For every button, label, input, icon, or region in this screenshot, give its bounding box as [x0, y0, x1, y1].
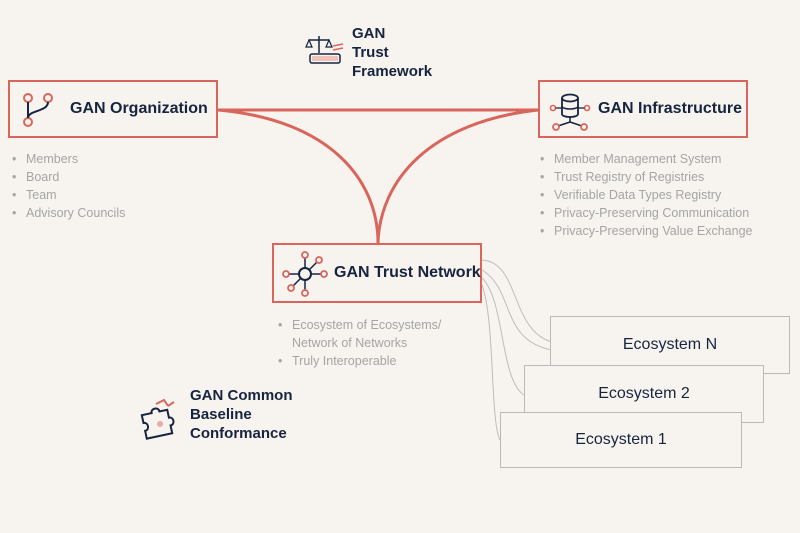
network-hub-icon [282, 251, 328, 297]
trust-network-title: GAN Trust Network [334, 264, 481, 281]
connector-network-eco-2 [481, 277, 525, 396]
trust-network-list: Ecosystem of Ecosystems/ Network of Netw… [278, 316, 441, 370]
infrastructure-node[interactable]: GAN Infrastructure [538, 80, 748, 138]
connector-network-eco-n-b [481, 269, 553, 351]
organization-title: GAN Organization [70, 100, 208, 117]
list-item: Truly Interoperable [278, 352, 441, 370]
ecosystem-label: Ecosystem 2 [598, 385, 690, 402]
puzzle-icon [140, 398, 175, 440]
list-item: Trust Registry of Registries [540, 168, 752, 186]
list-item: Member Management System [540, 150, 752, 168]
connector-org-network [217, 108, 380, 244]
trust-framework-line: GAN [352, 25, 386, 42]
organization-node[interactable]: GAN Organization [8, 80, 218, 138]
list-item-continued: Network of Networks [278, 334, 441, 352]
list-item: Ecosystem of Ecosystems/ [278, 316, 441, 334]
ecosystem-box[interactable]: Ecosystem N [550, 316, 790, 374]
database-network-icon [549, 93, 591, 131]
infrastructure-title: GAN Infrastructure [598, 100, 743, 117]
trust-network-node[interactable]: GAN Trust Network [272, 243, 482, 303]
branch-icon [23, 93, 53, 127]
scales-book-icon [305, 36, 344, 64]
ecosystem-box[interactable]: Ecosystem 1 [500, 412, 742, 468]
conformance-line: GAN Common [190, 387, 293, 404]
organization-list: Members Board Team Advisory Councils [12, 150, 125, 222]
list-item: Privacy-Preserving Communication [540, 204, 752, 222]
infrastructure-list: Member Management System Trust Registry … [540, 150, 752, 240]
list-item: Advisory Councils [12, 204, 125, 222]
list-item: Privacy-Preserving Value Exchange [540, 222, 752, 240]
list-item: Team [12, 186, 125, 204]
conformance-line: Baseline [190, 406, 252, 423]
list-item: Members [12, 150, 125, 168]
trust-framework-line: Framework [352, 63, 433, 80]
connector-infra-network [376, 108, 539, 244]
connector-network-eco-1 [481, 284, 501, 441]
list-item-text: Network of Networks [292, 336, 408, 350]
connector-network-eco-n [481, 259, 553, 343]
conformance-line: Conformance [190, 425, 287, 442]
trust-framework-line: Trust [352, 44, 389, 61]
ecosystem-label: Ecosystem N [622, 336, 718, 353]
list-item: Verifiable Data Types Registry [540, 186, 752, 204]
conformance-heading: GAN Common Baseline Conformance [190, 386, 293, 443]
trust-framework-heading: GAN Trust Framework [352, 24, 432, 81]
ecosystem-label: Ecosystem 1 [575, 431, 667, 448]
list-item: Board [12, 168, 125, 186]
